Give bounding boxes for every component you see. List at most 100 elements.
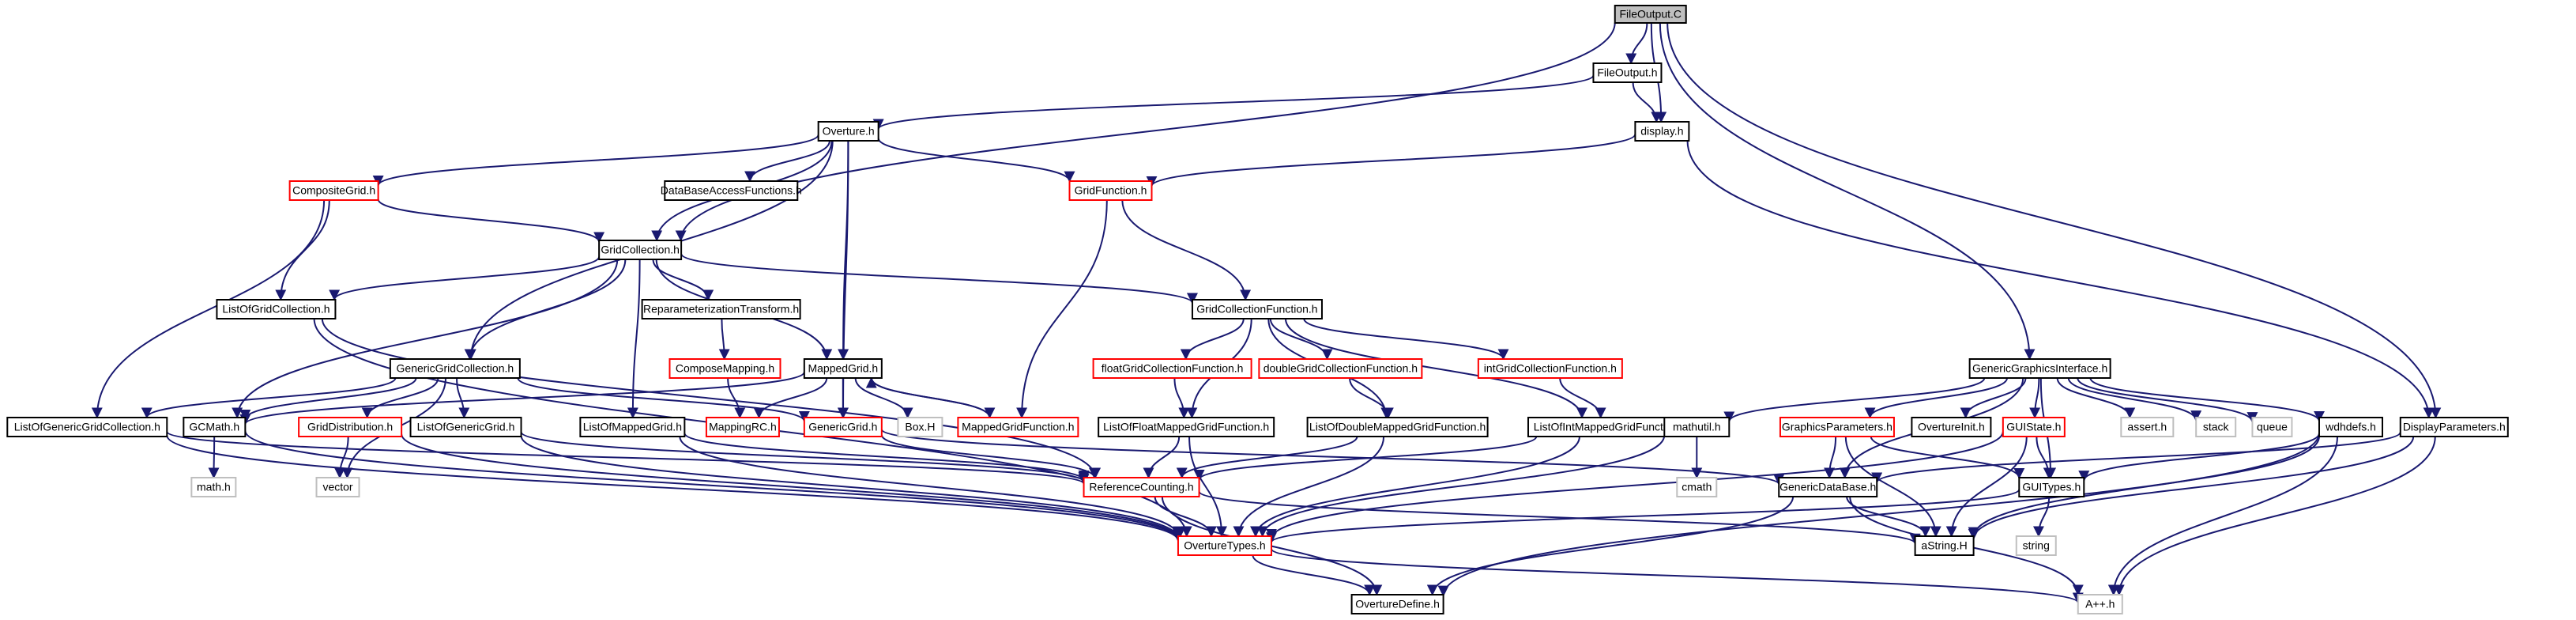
node-ReparameterizationTransformH[interactable]: ReparameterizationTransform.h [641,299,801,319]
edge-GridFunctionH-to-GridCollectionFunctionH [1121,199,1252,301]
node-ListOfGridCollectionH[interactable]: ListOfGridCollection.h [216,299,337,319]
node-MappedGridFunctionH[interactable]: MappedGridFunction.h [957,417,1079,437]
node-GraphicsParametersH[interactable]: GraphicsParameters.h [1779,417,1895,437]
edge-GridCollectionFunctionH-to-floatGridCollectionFunctionH [1180,318,1245,361]
node-box-displayH [1634,121,1690,142]
node-box-GUITypesH [2018,477,2085,497]
edge-GenericGraphicsInterfaceH-to-OvertureInitH [1960,377,2027,419]
node-MappedGridH[interactable]: MappedGrid.h [803,358,883,379]
node-FileOutputC[interactable]: FileOutput.C [1614,5,1687,24]
node-label: A++.h [2085,598,2115,611]
edge-GridCollectionH-to-GridCollectionFunctionH [680,253,1198,304]
edge-GenericGridH-to-GenericDataBaseH [880,429,1784,486]
node-assertH: assert.h [2120,417,2175,437]
edge-GridCollectionFunctionH-to-doubleGridCollectionFunctionH [1269,318,1333,361]
node-GUIStateH[interactable]: GUIState.h [2002,417,2066,437]
node-GCMathH[interactable]: GCMath.h [183,417,247,437]
node-label: GenericGridCollection.h [397,362,514,375]
node-label: GridDistribution.h [307,421,393,433]
node-DisplayParametersH[interactable]: DisplayParameters.h [2399,417,2509,437]
edge-GenericGraphicsInterfaceH-to-GUIStateH [2029,377,2041,419]
node-wdhdefsH[interactable]: wdhdefs.h [2318,417,2383,437]
edge-GenericGridCollectionH-to-GridDistributionH [361,377,439,419]
node-mathH: math.h [190,477,237,497]
node-ListOfGenericGridH[interactable]: ListOfGenericGrid.h [409,417,522,437]
node-GenericGridCollectionH[interactable]: GenericGridCollection.h [389,358,521,379]
node-BoxH: Box.H [897,417,943,437]
edge-GridCollectionH-to-ReparameterizationTransformH [652,259,714,301]
node-ListOfMappedGridH[interactable]: ListOfMappedGrid.h [579,417,686,437]
node-box-ListOfGridCollectionH [216,299,337,319]
node-label: GridFunction.h [1075,184,1147,197]
node-OvertureDefineH[interactable]: OvertureDefine.h [1350,594,1444,614]
edge-FileOutputC-to-GenericGraphicsInterfaceH [1659,22,2036,361]
node-label: string [2023,539,2050,552]
node-ListOfGenericGridCollectionH[interactable]: ListOfGenericGridCollection.h [6,417,168,437]
node-label: OvertureTypes.h [1184,539,1266,552]
node-label: ListOfGenericGridCollection.h [14,421,160,433]
node-OvertureH[interactable]: Overture.h [817,121,879,142]
node-box-GridDistributionH [298,417,403,437]
edge-GUIStateH-to-aStringH [1945,436,2028,538]
node-box-OvertureDefineH [1350,594,1444,614]
node-GenericDataBaseH[interactable]: GenericDataBase.h [1778,477,1878,497]
node-GridCollectionFunctionH[interactable]: GridCollectionFunction.h [1191,299,1323,319]
node-box-OvertureTypesH [1177,535,1272,556]
edge-FileOutputC-to-FileOutputH [1625,22,1648,65]
node-intGridCollectionFunctionH[interactable]: intGridCollectionFunction.h [1477,358,1623,379]
edge-GenericGraphicsInterfaceH-to-mathutilH [1723,377,1986,423]
edge-displayH-to-GridFunctionH [1146,134,1636,187]
node-GenericGridH[interactable]: GenericGrid.h [803,417,883,437]
edge-GUITypesH-to-string [2032,496,2051,538]
node-GridDistributionH[interactable]: GridDistribution.h [298,417,403,437]
edge-GenericGridCollectionH-to-ListOfGenericGridH [456,377,470,419]
node-stack: stack [2195,417,2237,437]
node-ListOfFloatMappedGridFunctionH[interactable]: ListOfFloatMappedGridFunction.h [1098,417,1275,437]
node-GridFunctionH[interactable]: GridFunction.h [1068,180,1153,201]
node-ReferenceCountingH[interactable]: ReferenceCounting.h [1083,477,1200,497]
node-CompositeGridH[interactable]: CompositeGrid.h [288,180,379,201]
node-label: doubleGridCollectionFunction.h [1264,362,1418,375]
node-label: FileOutput.h [1597,66,1657,79]
node-queue: queue [2251,417,2293,437]
node-box-FileOutputC [1614,5,1687,24]
node-label: OvertureInit.h [1918,421,1985,433]
edge-mathutilH-to-OvertureTypesH [1256,435,1666,538]
node-label: vector [322,481,352,493]
node-GenericGraphicsInterfaceH[interactable]: GenericGraphicsInterface.h [1968,358,2111,379]
node-ListOfDoubleMappedGridFunctionH[interactable]: ListOfDoubleMappedGridFunction.h [1306,417,1489,437]
node-label: GridCollection.h [601,244,680,256]
node-displayH[interactable]: display.h [1634,121,1690,142]
edge-OvertureH-to-CompositeGridH [372,134,819,187]
node-box-GCMathH [183,417,247,437]
node-DataBaseAccessFunctionsH[interactable]: DataBaseAccessFunctions.h [661,180,802,201]
edge-GUITypesH-to-OvertureTypesH [1266,489,2021,544]
node-GridCollectionH[interactable]: GridCollection.h [598,240,683,260]
edge-wdhdefsH-to-AppH [2107,436,2338,596]
node-OvertureInitH[interactable]: OvertureInit.h [1911,417,1992,437]
node-box-DisplayParametersH [2399,417,2509,437]
node-GUITypesH[interactable]: GUITypes.h [2018,477,2085,497]
node-box-aStringH [1914,535,1975,556]
node-FileOutputH[interactable]: FileOutput.h [1592,62,1663,83]
node-floatGridCollectionFunctionH[interactable]: floatGridCollectionFunction.h [1092,358,1252,379]
edge-intGridCollectionFunctionH-to-ListOfIntMappedGridFunctionH [1559,377,1606,419]
edge-GenericDataBaseH-to-aStringH [1846,496,1931,538]
edge-GraphicsParametersH-to-GUITypesH [1870,436,2025,479]
node-label: DataBaseAccessFunctions.h [661,184,802,197]
node-box-BoxH [897,417,943,437]
node-label: GUIState.h [2006,421,2061,433]
node-box-ListOfMappedGridH [579,417,686,437]
node-box-floatGridCollectionFunctionH [1092,358,1252,379]
edge-GenericGraphicsInterfaceH-to-queue [2077,377,2258,424]
node-MappingRCH[interactable]: MappingRC.h [705,417,780,437]
edge-GridCollectionH-to-ListOfGridCollectionH [329,256,601,301]
node-OvertureTypesH[interactable]: OvertureTypes.h [1177,535,1272,556]
node-ComposeMappingH[interactable]: ComposeMapping.h [668,358,781,379]
node-box-MappedGridFunctionH [957,417,1079,437]
node-doubleGridCollectionFunctionH[interactable]: doubleGridCollectionFunction.h [1258,358,1423,379]
node-mathutilH[interactable]: mathutil.h [1663,417,1731,437]
node-aStringH[interactable]: aString.H [1914,535,1975,556]
edge-OvertureTypesH-to-OvertureDefineH [1252,554,1376,596]
edge-GenericGridCollectionH-to-GenericGridH [517,377,810,423]
